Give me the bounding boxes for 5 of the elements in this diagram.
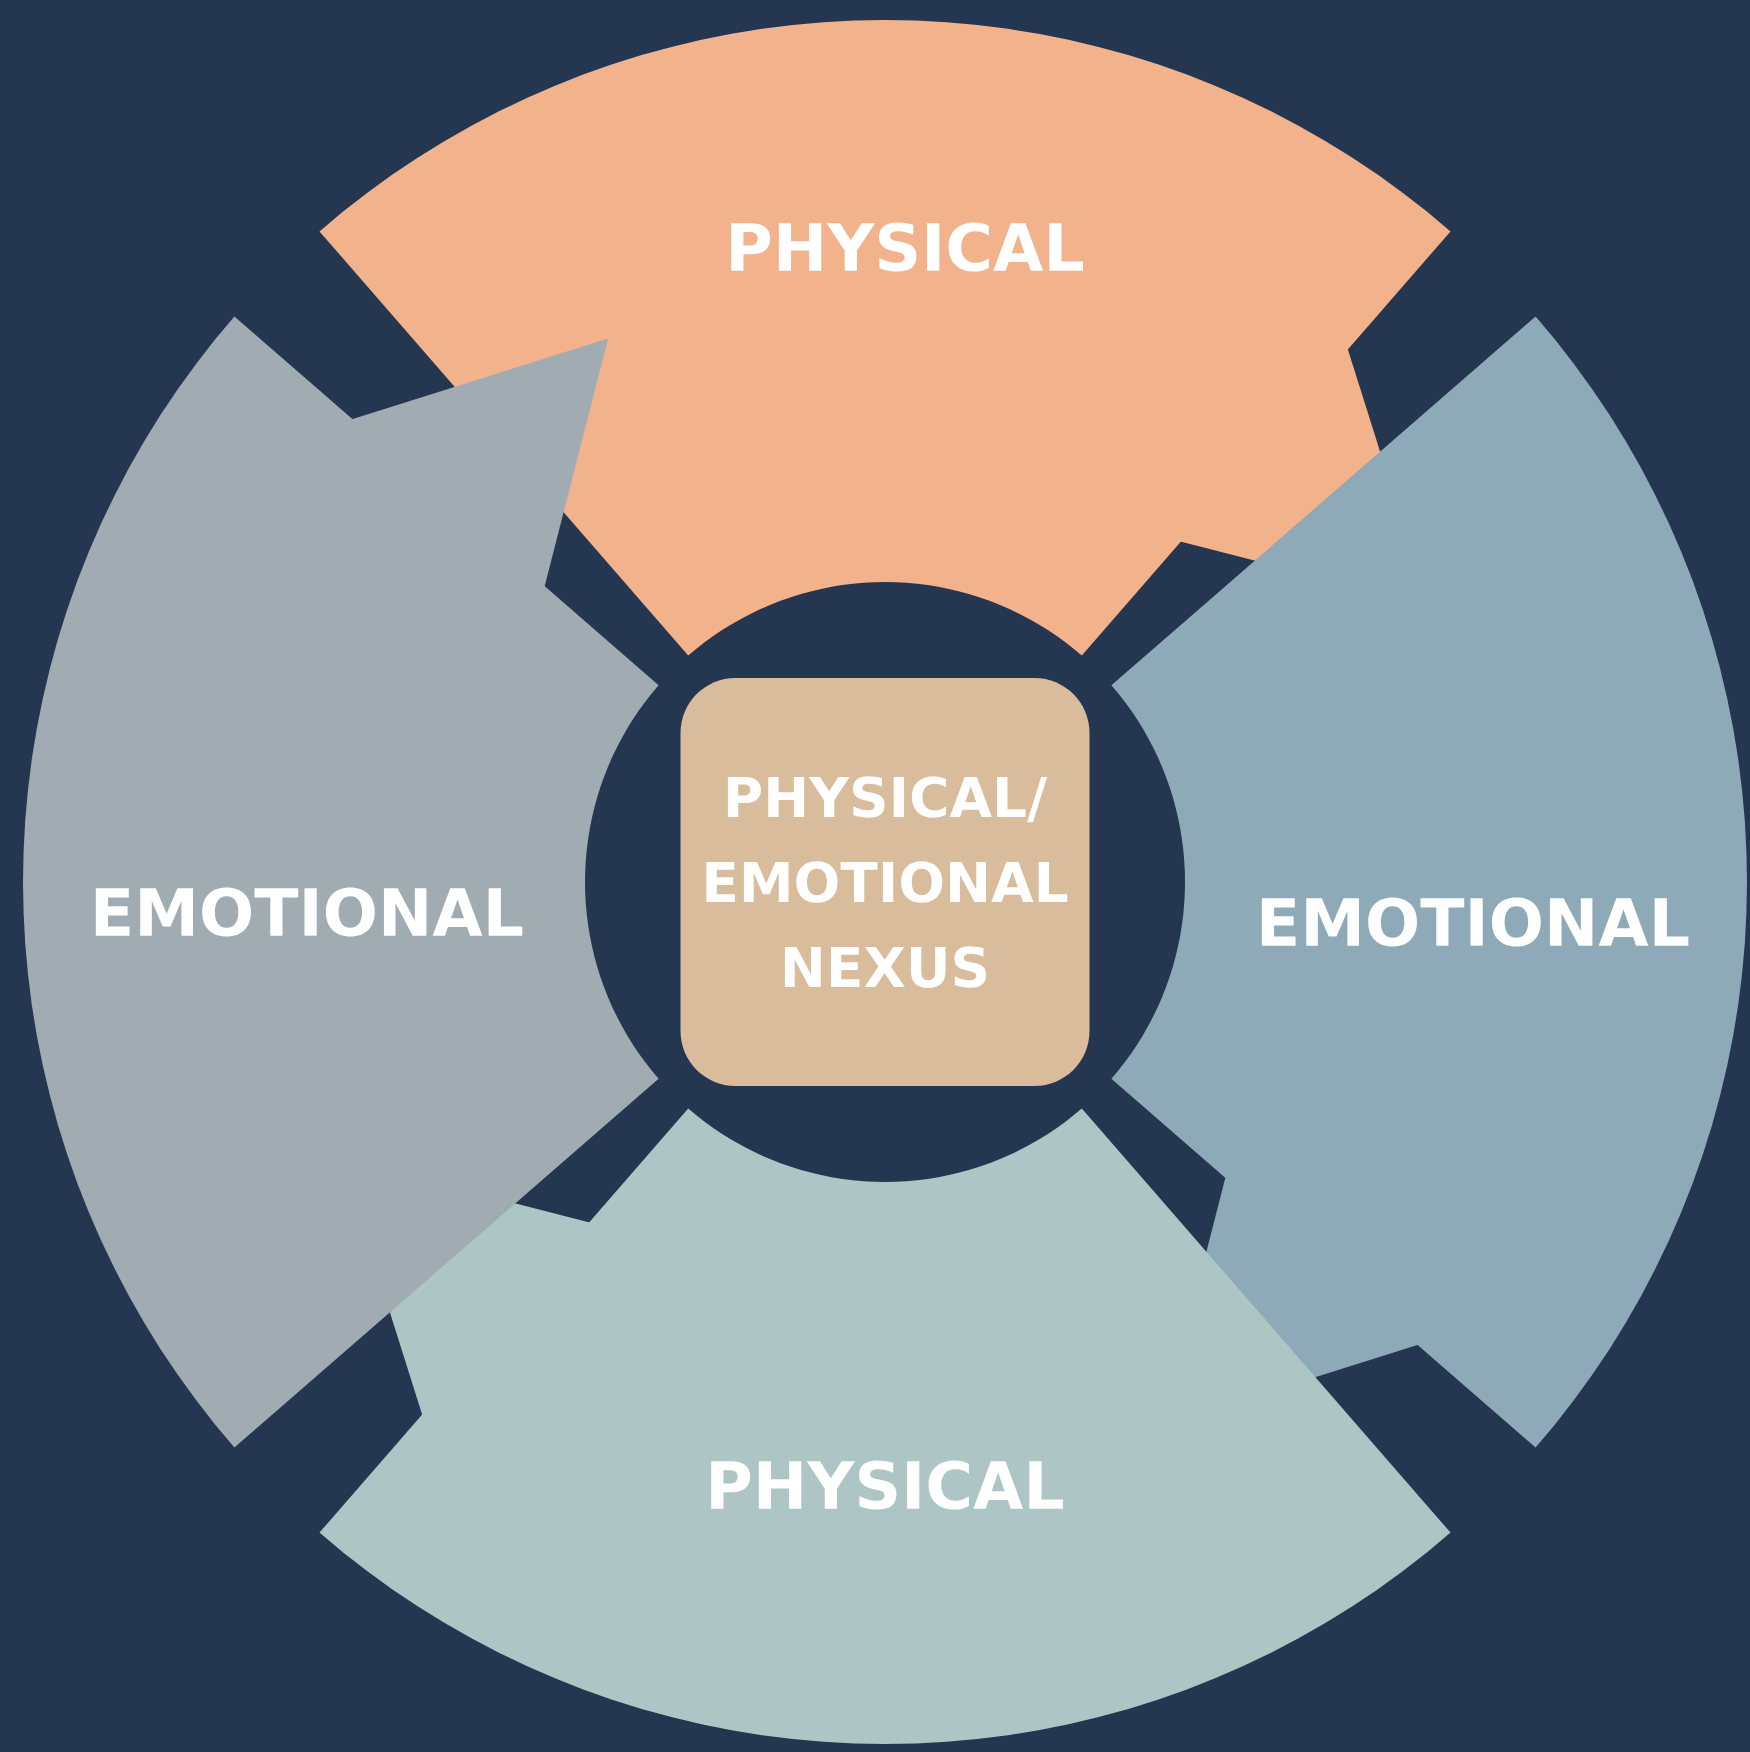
arrow-segment: PHYSICAL bbox=[319, 20, 1451, 656]
arrow-segment: EMOTIONAL bbox=[23, 316, 659, 1448]
arrow-segment: EMOTIONAL bbox=[1111, 316, 1747, 1448]
center-box: PHYSICAL/ EMOTIONAL NEXUS bbox=[680, 678, 1090, 1086]
arrow-segment: PHYSICAL bbox=[319, 1108, 1451, 1744]
